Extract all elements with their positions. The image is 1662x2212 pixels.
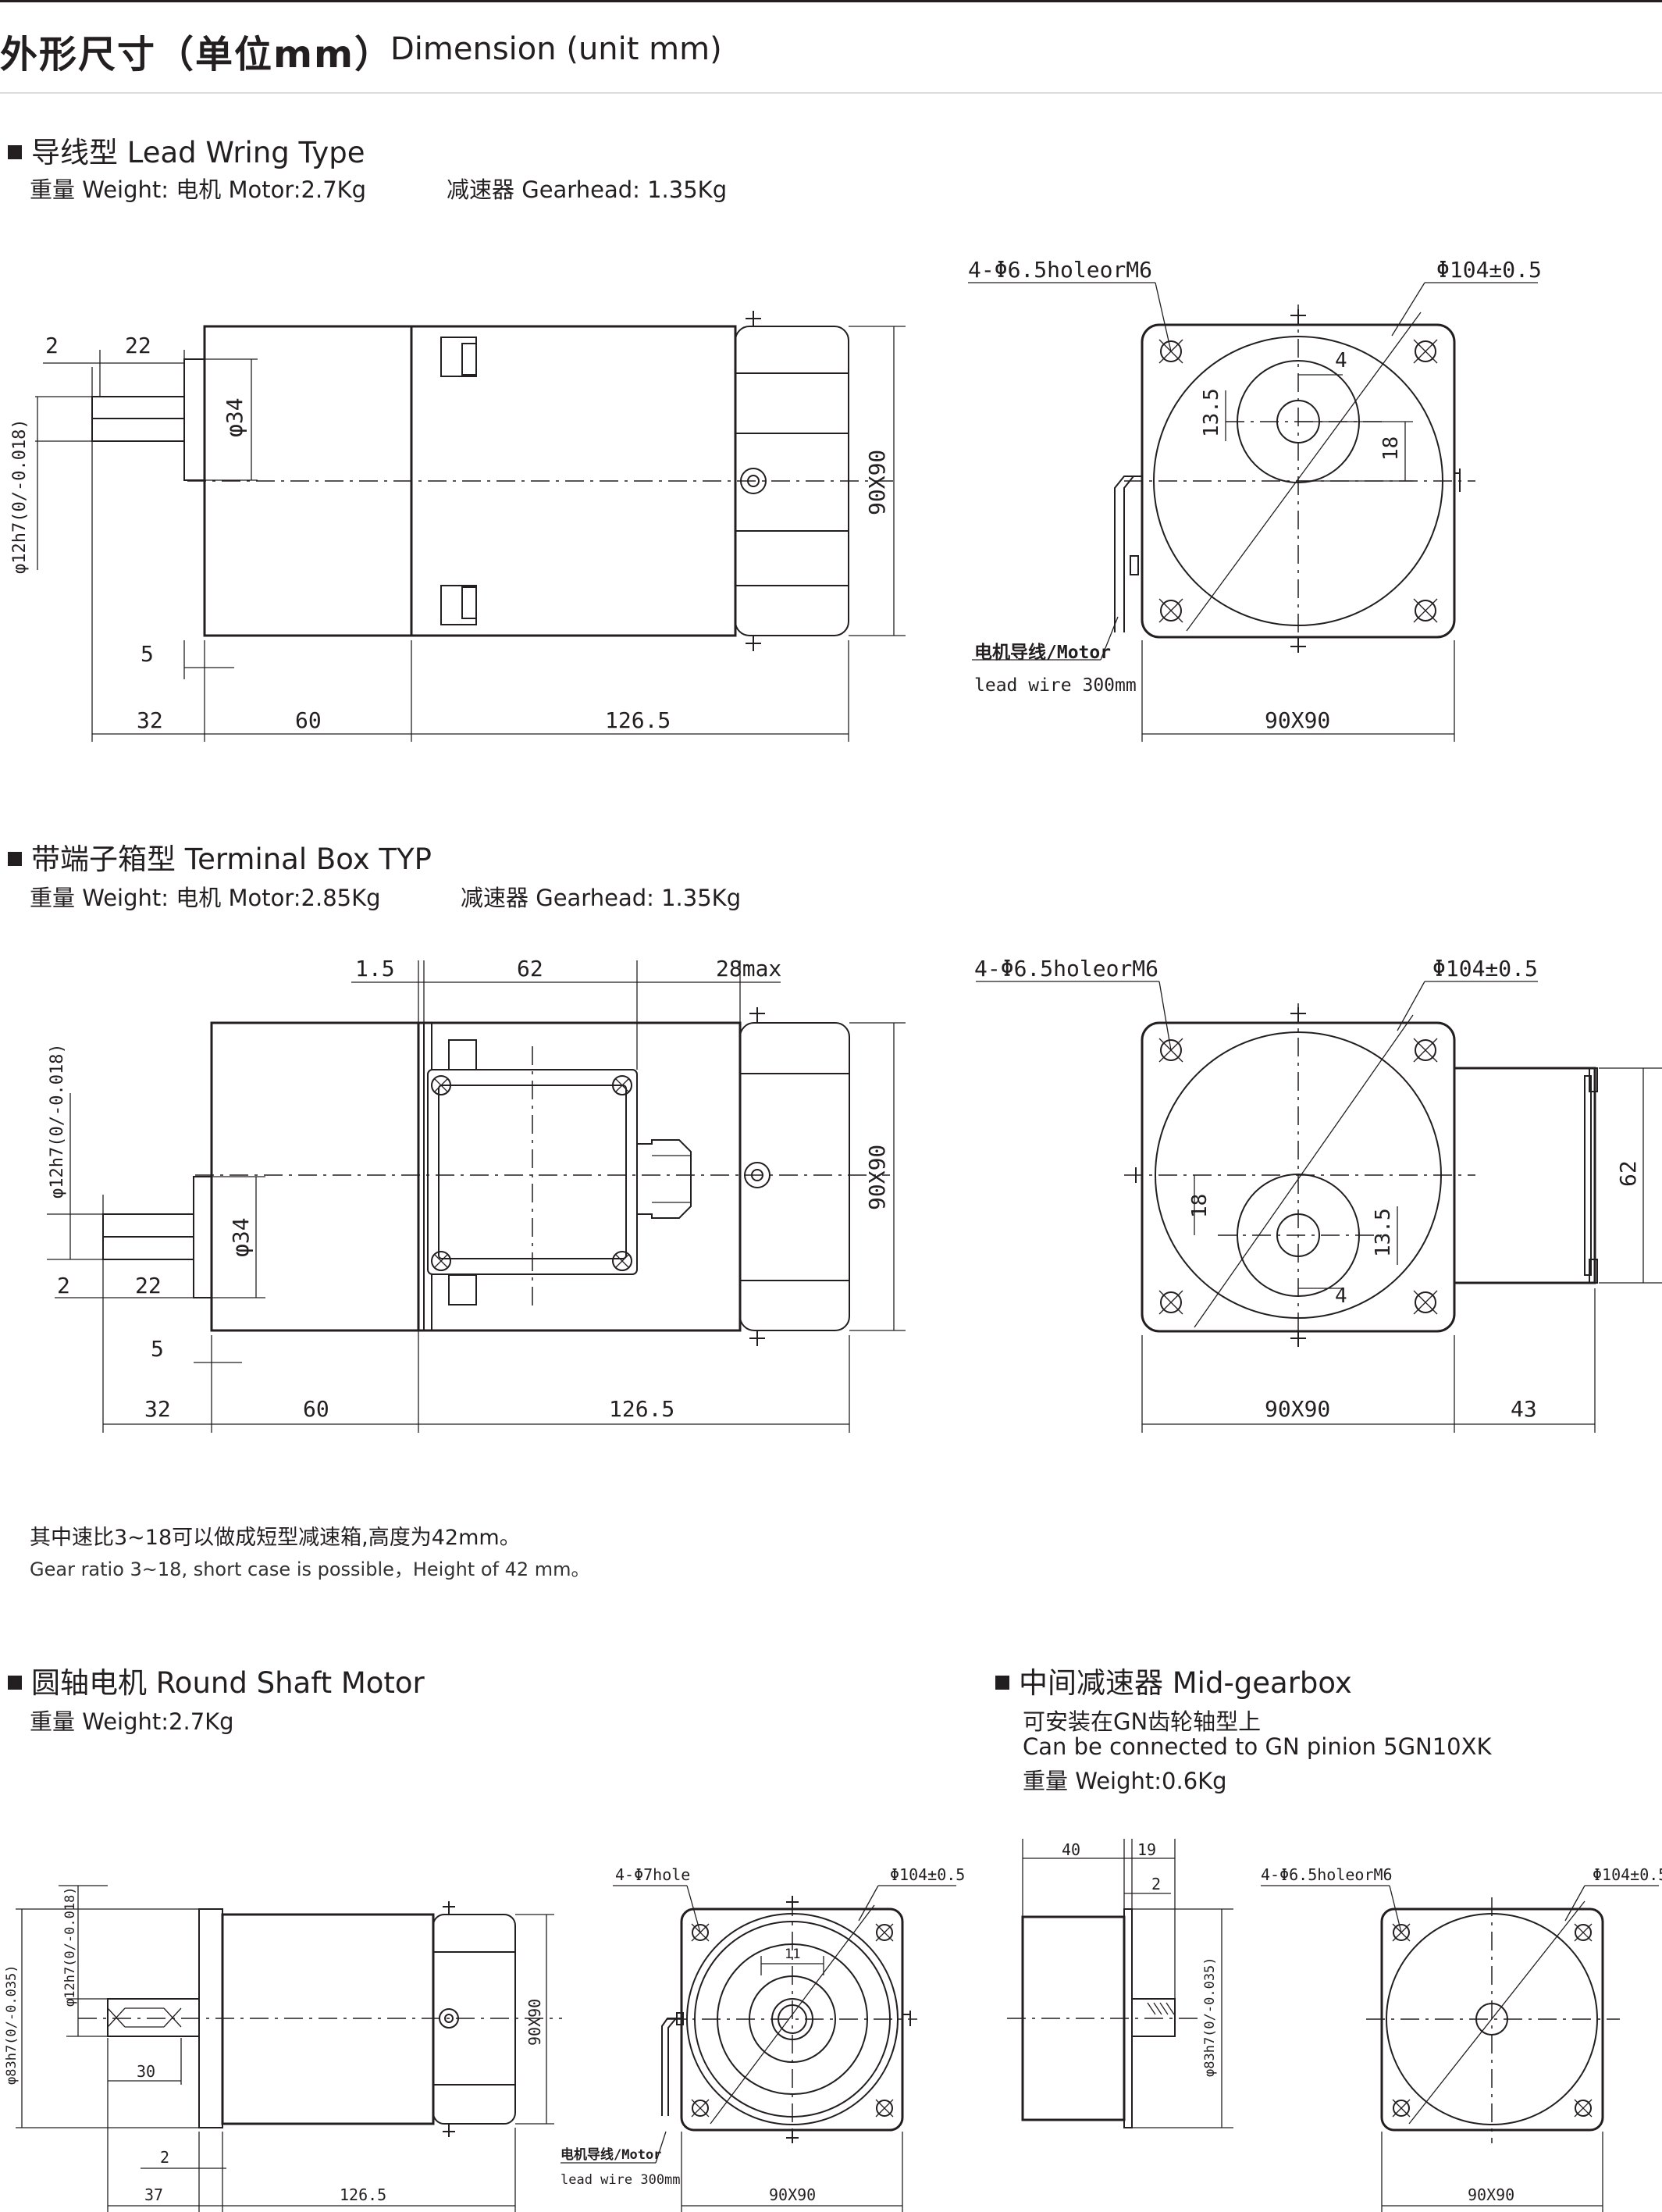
dim-label: 90X90 <box>1468 2185 1514 2204</box>
dim-label: Φ104±0.5 <box>890 1865 965 1884</box>
lead-wire-label: lead wire 300mm <box>561 2172 681 2188</box>
bullet-square-icon <box>8 1676 22 1690</box>
section-heading-mid-gearbox: 中间减速器 Mid-gearbox <box>995 1659 1352 1701</box>
section-heading-terminal-box: 带端子箱型 Terminal Box TYP <box>8 835 432 878</box>
mounting-hole-icon <box>691 1923 894 2118</box>
dim-label: 4-Φ6.5holeorM6 <box>1261 1865 1393 1884</box>
dim-label: φ34 <box>228 1217 254 1257</box>
dim-label: 13.5 <box>1200 388 1223 437</box>
weight-motor-text: 重量 Weight: 电机 Motor:2.7Kg <box>30 176 367 203</box>
dim-label: 22 <box>125 333 151 358</box>
mid-gearbox-side-view: 40 19 2 φ83h7(0/-0.035) <box>1007 1839 1233 2128</box>
round-shaft-side-view: φ83h7(0/-0.035) φ12h7(0/-0.018) 30 2 37 … <box>4 1885 562 2212</box>
dim-label: 126.5 <box>340 2185 386 2204</box>
mounting-hole-icon <box>1158 1038 1438 1315</box>
weight-motor-text: 重量 Weight: 电机 Motor:2.85Kg <box>30 885 381 911</box>
dim-label: 4-Φ6.5holeorM6 <box>974 956 1158 981</box>
dim-label: φ83h7(0/-0.035) <box>4 1964 20 2085</box>
bullet-square-icon <box>8 852 22 866</box>
gear-ratio-note-cn: 其中速比3~18可以做成短型减速箱,高度为42mm。 <box>30 1526 521 1550</box>
lead-wire-label: lead wire 300mm <box>974 675 1137 696</box>
dim-label: 2 <box>57 1273 70 1298</box>
weight-text: 重量 Weight:0.6Kg <box>1023 1768 1227 1794</box>
dim-label: 22 <box>135 1273 162 1298</box>
terminal-box-front-view: 4-Φ6.5holeorM6 Φ104±0.5 18 13.5 4 62 90X… <box>974 956 1662 1433</box>
dim-label: 30 <box>137 2062 155 2081</box>
dim-label: 60 <box>303 1396 329 1422</box>
weight-text: 重量 Weight:2.7Kg <box>30 1708 234 1735</box>
dim-label: 18 <box>1188 1194 1212 1218</box>
title-divider <box>0 92 1662 94</box>
dim-label: 90X90 <box>864 1145 890 1210</box>
dim-label: 5 <box>141 641 154 667</box>
dim-label: 126.5 <box>605 707 671 733</box>
page-title-en: Dimension (unit mm) <box>390 31 722 67</box>
dim-label: φ83h7(0/-0.035) <box>1202 1957 1218 2077</box>
dim-label: φ34 <box>222 397 247 437</box>
weight-gear-text: 减速器 Gearhead: 1.35Kg <box>461 885 742 911</box>
dim-label: 32 <box>144 1396 171 1422</box>
dim-label: 60 <box>295 707 322 733</box>
dim-label: 2 <box>1151 1875 1161 1893</box>
dim-label: 4-Φ7hole <box>615 1865 690 1884</box>
bullet-square-icon <box>8 145 22 159</box>
section-heading-lead-wire: 导线型 Lead Wring Type <box>8 129 365 171</box>
top-border <box>0 0 1662 2</box>
dim-label: 4-Φ6.5holeorM6 <box>968 257 1152 283</box>
dim-label: 90X90 <box>525 1999 544 2046</box>
dim-label: φ12h7(0/-0.018) <box>62 1886 78 2007</box>
dim-label: φ12h7(0/-0.018) <box>48 1043 67 1199</box>
dim-label: 90X90 <box>864 450 890 515</box>
page-title: 外形尺寸（单位mm） <box>0 33 394 77</box>
dim-label: 90X90 <box>1265 707 1330 733</box>
dim-label: 4 <box>1335 1284 1347 1308</box>
bullet-square-icon <box>995 1676 1009 1690</box>
lead-wire-label: 电机导线/Motor <box>561 2146 661 2163</box>
dim-label: 126.5 <box>609 1396 674 1422</box>
dim-label: 40 <box>1062 1840 1080 1859</box>
mid-gearbox-front-view: 4-Φ6.5holeorM6 Φ104±0.5 90X90 <box>1261 1865 1662 2212</box>
dim-label: 62 <box>1615 1160 1641 1187</box>
dim-label: 1.5 <box>355 956 395 981</box>
dim-label: 13.5 <box>1372 1208 1395 1257</box>
screw-icon <box>431 1075 632 1271</box>
section-heading-round-shaft: 圆轴电机 Round Shaft Motor <box>8 1659 425 1701</box>
dim-label: 90X90 <box>769 2185 816 2204</box>
weight-gear-text: 减速器 Gearhead: 1.35Kg <box>447 176 728 203</box>
dim-label: 62 <box>517 956 543 981</box>
dim-label: Φ104±0.5 <box>1436 257 1542 283</box>
dim-label: 2 <box>160 2148 169 2167</box>
mount-note-cn: 可安装在GN齿轮轴型上 <box>1023 1708 1262 1735</box>
dim-label: 32 <box>137 707 163 733</box>
terminal-box-side-view: 1.5 62 28max φ12h7(0/-0.018) φ34 2 22 5 … <box>47 956 906 1433</box>
lead-wire-side-view: 2 22 φ34 φ12h7(0/-0.018) 5 32 60 126.5 9… <box>10 311 906 742</box>
dim-label: 18 <box>1379 436 1403 461</box>
gear-ratio-note-en: Gear ratio 3~18, short case is possible，… <box>30 1558 590 1580</box>
lead-wire-front-view: 4-Φ6.5holeorM6 Φ104±0.5 4 13.5 18 电机导线/M… <box>968 257 1542 742</box>
dim-label: Φ104±0.5 <box>1593 1865 1662 1884</box>
dim-label: 2 <box>45 333 59 358</box>
lead-wire-label: 电机导线/Motor <box>974 642 1111 663</box>
dim-label: 5 <box>151 1336 164 1362</box>
dim-label: 19 <box>1137 1840 1156 1859</box>
dim-label: Φ104±0.5 <box>1432 956 1538 981</box>
dim-label: 37 <box>144 2185 163 2204</box>
dim-label: 28max <box>716 956 781 981</box>
dim-label: φ12h7(0/-0.018) <box>10 419 30 574</box>
dim-label: 90X90 <box>1265 1396 1330 1422</box>
round-shaft-front-view: 4-Φ7hole Φ104±0.5 11 电机导线/Motor lead wir… <box>561 1865 965 2212</box>
dim-label: 11 <box>785 1947 800 1962</box>
mount-note-en: Can be connected to GN pinion 5GN10XK <box>1023 1733 1492 1760</box>
dim-label: 4 <box>1335 349 1347 372</box>
dim-label: 43 <box>1511 1396 1537 1422</box>
